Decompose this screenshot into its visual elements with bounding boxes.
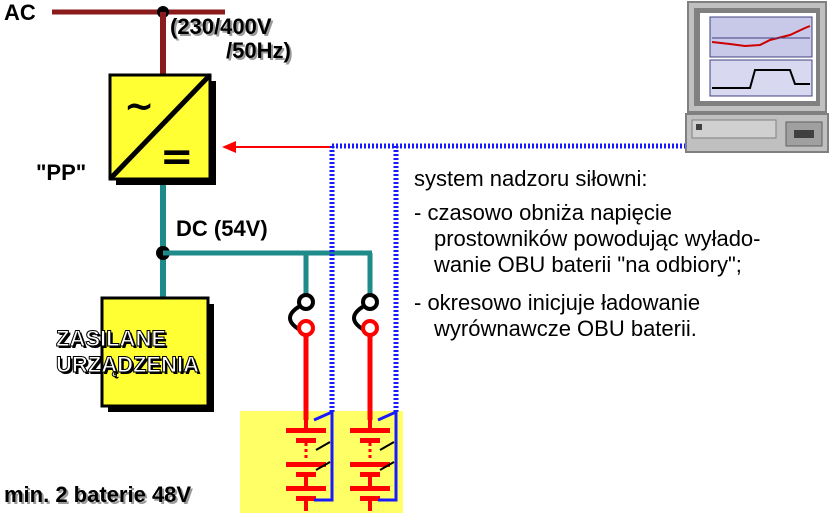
description-title: system nadzoru siłowni: [414, 166, 648, 191]
dc-symbol: = [160, 134, 194, 180]
batteries-label: min. 2 baterie 48V [4, 482, 192, 507]
voltage-label-line2: /50Hz) [226, 38, 291, 63]
ac-label: AC [4, 0, 36, 25]
monitoring-computer-icon [685, 1, 829, 153]
switch-2-bottom [361, 319, 379, 337]
load-label-line1: ZASILANE [56, 326, 167, 352]
load-label-line2: URZĄDZENIA [56, 352, 200, 378]
description-item2-line1: - okresowo inicjuje ładowanie [414, 290, 701, 315]
dc-label: DC (54V) [176, 216, 268, 241]
description-item1-line1: - czasowo obniża napięcie [414, 200, 673, 225]
switch-1-top [297, 293, 315, 311]
description-item1-line3: wanie OBU baterii "na odbiory"; [434, 252, 742, 277]
description-item2-line2: wyrównawcze OBU baterii. [434, 316, 697, 341]
switch-2-top [361, 293, 379, 311]
battery-string-1 [286, 409, 334, 511]
rectifier-diagonal [108, 73, 212, 181]
ac-symbol: ~ [124, 86, 154, 127]
description-item1-line2: prostowników powodując wyłado- [434, 226, 761, 251]
load-block [100, 296, 210, 408]
switch-1-bottom [297, 319, 315, 337]
battery-string-2 [350, 409, 398, 511]
pp-label: "PP" [36, 160, 87, 185]
control-arrow-head [222, 141, 236, 153]
voltage-label-line1: (230/400V [170, 14, 272, 39]
